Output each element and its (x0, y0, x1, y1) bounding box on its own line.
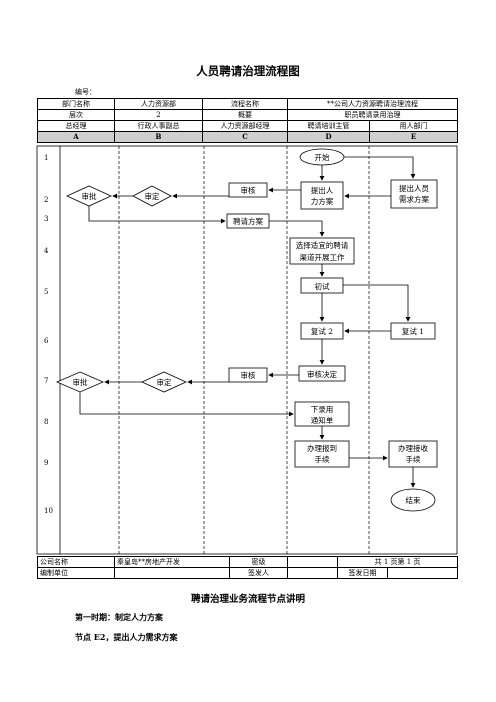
second-interview-label-d: 复试 2 (311, 326, 333, 336)
review-decision-label: 审核决定 (307, 369, 337, 379)
review-label-c7: 审核 (241, 370, 256, 380)
footer-table: 公司名称 秦皇岛**房地产开发 密级 共 1 页第 1 页 编制单位 签发人 签… (37, 556, 458, 579)
approval-label-a2: 审批 (82, 191, 97, 201)
row-number: 4 (44, 247, 49, 255)
review-label-c2: 审核 (241, 185, 256, 195)
select-channel-label-2: 渠道开展工作 (300, 252, 345, 262)
section-title: 聘请治理业务流程节点讲明 (190, 594, 305, 605)
document-number-label: 编号： (75, 88, 96, 96)
row-number: 7 (44, 377, 48, 385)
approval-label-a7: 审批 (73, 377, 88, 387)
column-letter-e: E (369, 131, 458, 143)
offer-notice-label-1: 下录用 (311, 405, 334, 414)
row-number: 3 (44, 215, 48, 223)
phase-heading: 第一时期：制定人力方案 (75, 612, 163, 622)
approve-label-b7: 审定 (157, 377, 172, 387)
onboarding-label-1: 办理报到 (307, 443, 337, 453)
page-count: 共 1 页第 1 页 (337, 556, 458, 568)
approve-label-b2: 审定 (145, 191, 160, 201)
column-letter-d: D (287, 131, 370, 143)
confidentiality-label: 密级 (229, 556, 288, 568)
receiving-label-2: 手续 (406, 454, 421, 464)
confidentiality-value (287, 556, 338, 568)
row-number: 8 (44, 418, 48, 426)
second-interview-label-e: 复试 1 (402, 326, 424, 336)
row-number: 10 (44, 507, 53, 515)
start-label: 开始 (315, 152, 330, 162)
issuer-label: 签发人 (229, 567, 288, 579)
prepared-by-label: 编制单位 (37, 567, 115, 579)
node-heading: 节点 E2，提出人力需求方案 (75, 632, 178, 642)
row-number: 9 (44, 459, 48, 467)
column-letter-b: B (114, 131, 203, 143)
issuer-value (287, 567, 338, 579)
receiving-box (388, 440, 438, 468)
submit-plan-label-2: 力方案 (311, 196, 334, 206)
onboarding-label-2: 手续 (315, 454, 330, 464)
row-number: 1 (44, 154, 48, 162)
column-letter-c: C (202, 131, 288, 143)
company-name-label: 公司名称 (37, 556, 115, 568)
company-name-value: 秦皇岛**房地产开发 (114, 556, 230, 568)
submit-plan-box (300, 181, 344, 210)
header-table: 部门名称 人力资源部 流程名称 **公司人力资源聘请治理流程 层次 2 概要 职… (37, 98, 458, 143)
end-terminator (390, 488, 436, 512)
approve-diamond-b2 (132, 185, 172, 207)
approve-diamond-b7 (141, 371, 187, 393)
row-number: 6 (44, 337, 49, 345)
onboarding-box (294, 440, 350, 468)
connectors (79, 156, 416, 488)
issue-date-value (387, 567, 458, 579)
row-number: 5 (44, 288, 48, 296)
diagram-frame (36, 145, 458, 555)
need-plan-label-1: 提出人员 (399, 183, 429, 193)
recruit-plan-label: 聘请方案 (233, 216, 263, 226)
offer-notice-box (294, 401, 350, 427)
select-channel-label-1: 选择适宜的聘请 (296, 240, 349, 250)
column-letter-a: A (37, 131, 115, 143)
row-number: 2 (44, 196, 48, 204)
end-label: 结束 (406, 495, 421, 505)
prepared-by-value (114, 567, 230, 579)
offer-notice-label-2: 通知单 (311, 415, 334, 425)
need-plan-label-2: 需求方案 (399, 194, 429, 204)
need-plan-box (390, 179, 438, 209)
receiving-label-1: 办理接收 (398, 443, 428, 453)
review-box-c2 (228, 182, 268, 198)
first-interview-label: 初试 (315, 281, 330, 291)
submit-plan-label-1: 提出人 (311, 185, 334, 195)
page-title: 人员聘请治理流程图 (196, 64, 300, 78)
review-box-c7 (228, 367, 268, 383)
issue-date-label: 签发日期 (337, 567, 388, 579)
review-decision-box (298, 365, 346, 382)
